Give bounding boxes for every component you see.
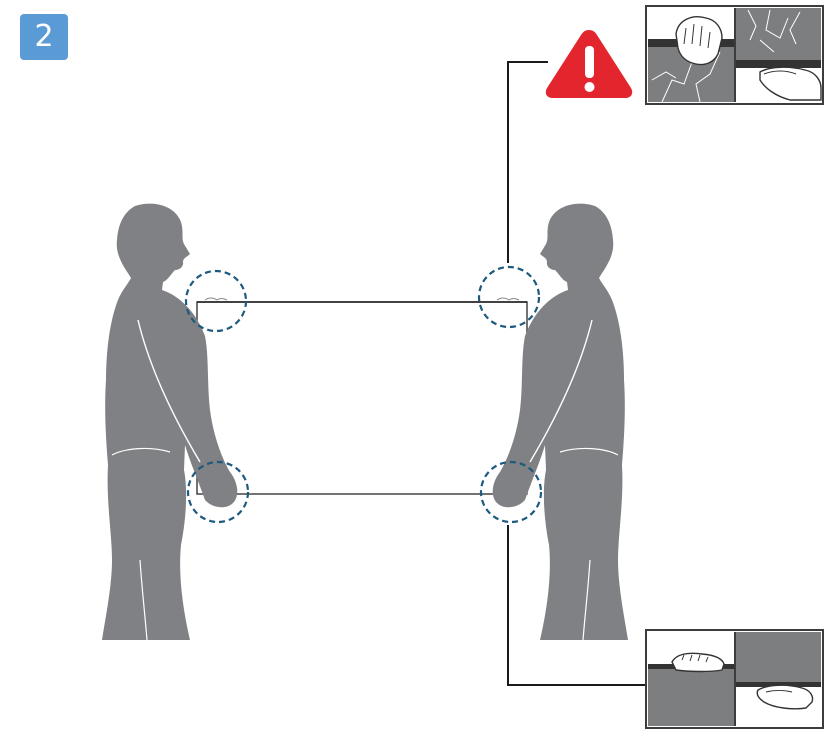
inset-incorrect-grip [645, 5, 824, 105]
grip-mark-top-right [496, 297, 520, 301]
warning-triangle-icon [545, 30, 633, 98]
inset-incorrect-panel-left [648, 8, 734, 103]
hand-gripping-top-icon [671, 652, 725, 673]
person-right [492, 203, 628, 641]
highlight-circle-bottom-right [479, 460, 543, 524]
grip-mark-top-left [204, 297, 228, 301]
leader-line-correct [507, 525, 648, 686]
tv-panel [196, 301, 528, 495]
highlight-circle-bottom-left [186, 460, 250, 524]
highlight-circle-top-right [477, 265, 541, 329]
inset-correct-panel-right [736, 632, 821, 726]
inset-incorrect-panel-right [736, 8, 822, 102]
person-left [102, 203, 238, 641]
highlight-circle-top-left [184, 269, 248, 333]
inset-correct-grip [645, 629, 824, 729]
step-number-badge: 2 [20, 14, 68, 60]
hand-supporting-bottom-icon [759, 66, 822, 101]
inset-correct-panel-left [648, 632, 734, 726]
hand-gripping-top-icon [675, 16, 723, 66]
leader-line-warning [507, 61, 548, 263]
